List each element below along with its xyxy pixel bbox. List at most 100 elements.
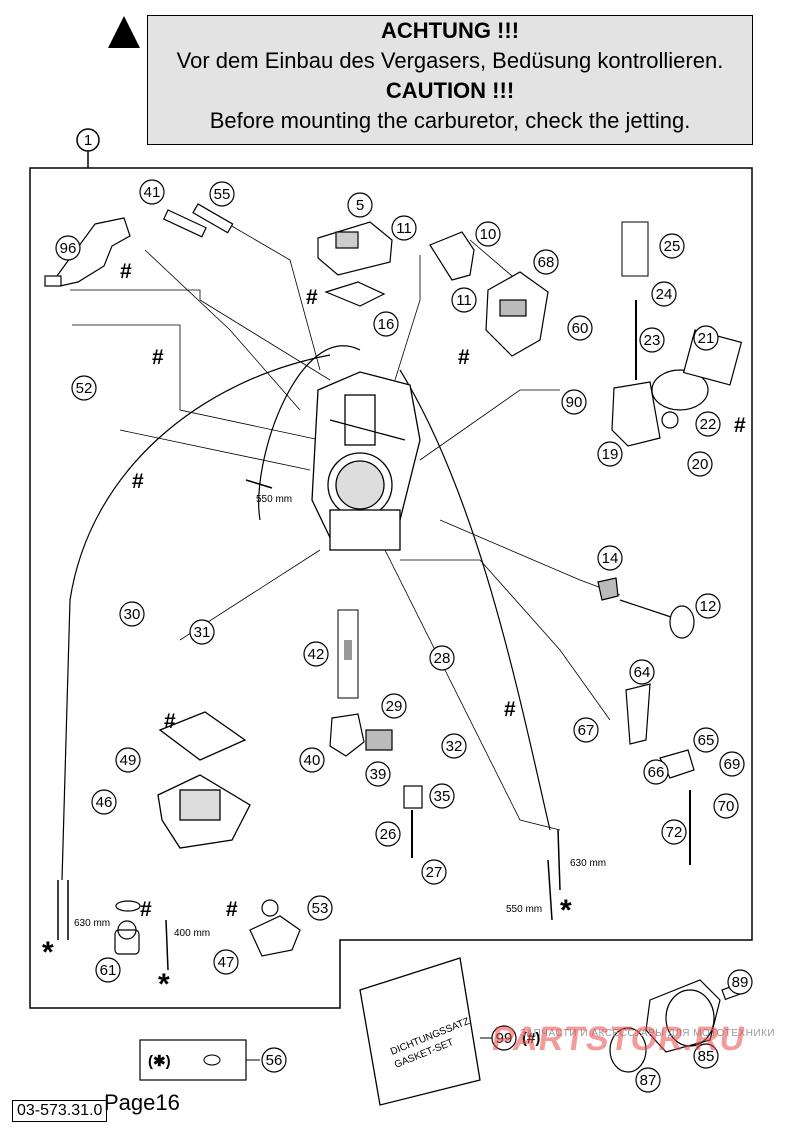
callout-22[interactable]: 22 [695, 411, 721, 437]
caution-title-en: CAUTION !!! [385, 78, 515, 103]
svg-text:40: 40 [304, 752, 321, 769]
callout-66[interactable]: 66 [643, 759, 669, 785]
callout-47[interactable]: 47 [213, 949, 239, 975]
svg-text:630 mm: 630 mm [74, 918, 110, 929]
svg-text:#: # [504, 698, 516, 721]
svg-text:#: # [120, 260, 132, 283]
svg-text:85: 85 [698, 1048, 715, 1065]
svg-text:27: 27 [426, 864, 443, 881]
svg-text:(✱): (✱) [148, 1053, 171, 1070]
caution-text-en: Before mounting the carburetor, check th… [209, 108, 691, 133]
callout-20[interactable]: 20 [687, 451, 713, 477]
callout-30[interactable]: 30 [119, 601, 145, 627]
svg-text:550 mm: 550 mm [256, 494, 292, 505]
callout-1[interactable]: 1 [76, 128, 100, 152]
assembly-frame [29, 167, 753, 1009]
svg-text:30: 30 [124, 606, 141, 623]
float-bowl [157, 711, 251, 849]
svg-text:99: 99 [496, 1030, 513, 1047]
callout-26[interactable]: 26 [375, 821, 401, 847]
svg-text:53: 53 [312, 900, 329, 917]
svg-text:*: * [42, 936, 54, 969]
callout-10[interactable]: 10 [475, 221, 501, 247]
svg-text:61: 61 [100, 962, 117, 979]
callout-90[interactable]: 90 [561, 389, 587, 415]
callout-25[interactable]: 25 [659, 233, 685, 259]
svg-text:630 mm: 630 mm [570, 858, 606, 869]
callout-27[interactable]: 27 [421, 859, 447, 885]
callout-14[interactable]: 14 [597, 545, 623, 571]
accelerator-pump [611, 329, 743, 447]
callout-52[interactable]: 52 [71, 375, 97, 401]
svg-text:65: 65 [698, 732, 715, 749]
page-number: Page16 [104, 1090, 180, 1115]
callout-49[interactable]: 49 [115, 747, 141, 773]
svg-text:52: 52 [76, 380, 93, 397]
callout-28[interactable]: 28 [429, 645, 455, 671]
throttle-cables [61, 345, 551, 881]
throttle-valve [597, 577, 695, 639]
sensor-housing [485, 271, 549, 357]
kit-56-box: (✱) [139, 1039, 260, 1081]
callout-23[interactable]: 23 [639, 327, 665, 353]
callout-55[interactable]: 55 [209, 181, 235, 207]
choke-plunger [329, 713, 393, 757]
svg-text:#: # [132, 470, 144, 493]
callout-64[interactable]: 64 [629, 659, 655, 685]
svg-text:90: 90 [566, 394, 583, 411]
callout-99[interactable]: 99 [491, 1025, 517, 1051]
callout-69[interactable]: 69 [719, 751, 745, 777]
svg-text:72: 72 [666, 824, 683, 841]
svg-text:11: 11 [456, 292, 472, 309]
callout-31[interactable]: 31 [189, 619, 215, 645]
measurements: 550 mm 550 mm 630 mm 630 mm 400 mm [74, 494, 606, 939]
callout-16[interactable]: 16 [373, 311, 399, 337]
callout-53[interactable]: 53 [307, 895, 333, 921]
callout-65[interactable]: 65 [693, 727, 719, 753]
svg-text:#: # [164, 710, 176, 733]
callout-12[interactable]: 12 [695, 593, 721, 619]
callout-32[interactable]: 32 [441, 733, 467, 759]
callout-68[interactable]: 68 [533, 249, 559, 275]
callout-85[interactable]: 85 [693, 1043, 719, 1069]
callout-11b[interactable]: 11 [451, 287, 477, 313]
callout-56[interactable]: 56 [261, 1047, 287, 1073]
svg-text:23: 23 [644, 332, 661, 349]
callout-60[interactable]: 60 [567, 315, 593, 341]
callout-46[interactable]: 46 [91, 789, 117, 815]
top-cover [317, 221, 393, 307]
callout-67[interactable]: 67 [573, 717, 599, 743]
callout-72[interactable]: 72 [661, 819, 687, 845]
callout-40[interactable]: 40 [299, 747, 325, 773]
callout-5[interactable]: 5 [347, 192, 373, 218]
callout-35[interactable]: 35 [429, 783, 455, 809]
svg-text:24: 24 [656, 286, 673, 303]
callout-70[interactable]: 70 [713, 793, 739, 819]
svg-text:12: 12 [700, 598, 717, 615]
callout-19[interactable]: 19 [597, 441, 623, 467]
svg-text:28: 28 [434, 650, 451, 667]
svg-text:16: 16 [378, 316, 395, 333]
callout-24[interactable]: 24 [651, 281, 677, 307]
callout-61[interactable]: 61 [95, 957, 121, 983]
callout-99-note: (#) [522, 1030, 540, 1047]
callout-11a[interactable]: 11 [391, 215, 417, 241]
callout-39[interactable]: 39 [365, 761, 391, 787]
svg-text:60: 60 [572, 320, 589, 337]
callout-29[interactable]: 29 [381, 693, 407, 719]
callout-89[interactable]: 89 [727, 969, 753, 995]
hash-markers: # # # # # # # # # # [120, 260, 746, 921]
svg-text:14: 14 [602, 550, 619, 567]
air-screw-assembly [44, 217, 131, 287]
svg-text:#: # [152, 346, 164, 369]
svg-text:#: # [226, 898, 238, 921]
callout-42[interactable]: 42 [303, 641, 329, 667]
callout-87[interactable]: 87 [635, 1067, 661, 1093]
callout-21[interactable]: 21 [693, 325, 719, 351]
caution-title-de: ACHTUNG !!! [380, 18, 520, 43]
callout-96[interactable]: 96 [55, 235, 81, 261]
callout-41[interactable]: 41 [139, 179, 165, 205]
svg-text:#: # [458, 346, 470, 369]
svg-text:69: 69 [724, 756, 741, 773]
